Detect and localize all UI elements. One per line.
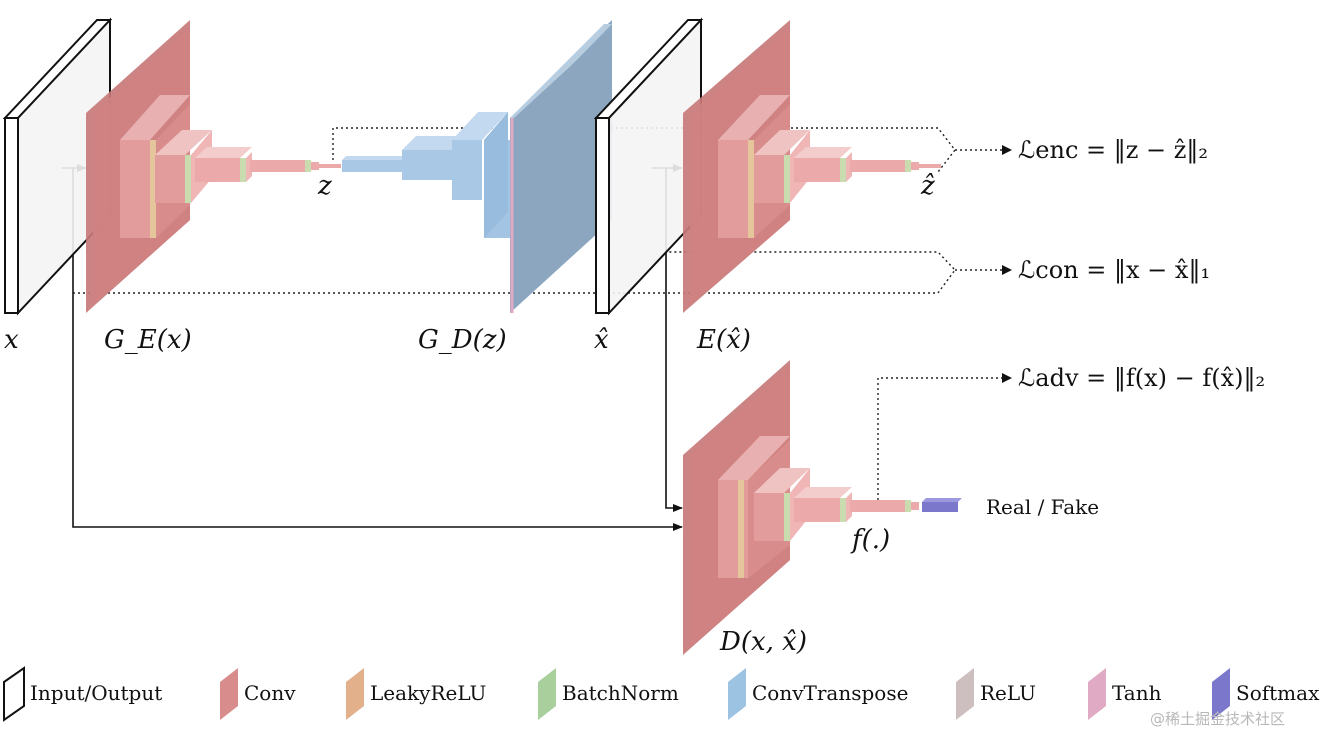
legend-label-softmax: Softmax bbox=[1236, 681, 1320, 705]
label-d: D(x, x̂) bbox=[719, 627, 807, 657]
legend-item-convtranspose: ConvTranspose bbox=[728, 668, 908, 720]
adv-arrowhead bbox=[1002, 373, 1012, 383]
label-z: z bbox=[317, 171, 332, 201]
label-zhat: ẑ bbox=[920, 171, 935, 201]
label-ge: G_E(x) bbox=[104, 325, 192, 355]
legend: Input/Output Conv LeakyReLU BatchNorm Co… bbox=[3, 666, 1320, 722]
legend-item-batchnorm: BatchNorm bbox=[538, 668, 679, 720]
legend-label-conv: Conv bbox=[244, 681, 296, 705]
label-x: x bbox=[4, 325, 19, 355]
convtranspose-swatch-icon bbox=[728, 668, 746, 720]
leakyrelu-swatch-icon bbox=[346, 668, 364, 720]
legend-item-tanh: Tanh bbox=[1088, 668, 1162, 720]
discriminator-d bbox=[683, 360, 962, 655]
legend-label-batchnorm: BatchNorm bbox=[562, 681, 679, 705]
legend-label-input-output: Input/Output bbox=[30, 681, 162, 705]
label-xhat: x̂ bbox=[594, 325, 609, 355]
relu-swatch-icon bbox=[956, 668, 974, 720]
legend-label-tanh: Tanh bbox=[1112, 681, 1162, 705]
encoder-ge bbox=[86, 20, 341, 313]
label-real-fake: Real / Fake bbox=[986, 495, 1099, 519]
legend-item-conv: Conv bbox=[220, 668, 296, 720]
loss-con: ℒcon = ‖x − x̂‖₁ bbox=[1018, 256, 1210, 285]
enc-arrowhead bbox=[1002, 145, 1012, 155]
decoder-gd bbox=[342, 20, 612, 313]
loss-adv: ℒadv = ‖f(x) − f(x̂)‖₂ bbox=[1018, 364, 1265, 393]
label-gd: G_D(z) bbox=[418, 325, 507, 355]
batchnorm-swatch-icon bbox=[538, 668, 556, 720]
watermark: @稀土掘金技术社区 bbox=[1150, 710, 1285, 728]
arrow-xhat-to-discriminator bbox=[665, 168, 683, 512]
legend-item-leakyrelu: LeakyReLU bbox=[346, 668, 486, 720]
legend-item-softmax: Softmax bbox=[1212, 668, 1320, 720]
arrow-x-to-discriminator bbox=[72, 168, 683, 531]
legend-item-relu: ReLU bbox=[956, 668, 1036, 720]
dotted-loss-connectors bbox=[73, 127, 1008, 500]
encoder-e bbox=[683, 20, 941, 313]
loss-arrowheads bbox=[1002, 145, 1012, 383]
softmax-swatch-icon bbox=[1212, 668, 1230, 720]
adv-loss-link bbox=[877, 377, 1008, 500]
label-ex: E(x̂) bbox=[696, 325, 751, 355]
conv-swatch-icon bbox=[220, 668, 238, 720]
con-loss-bracket bbox=[73, 251, 956, 294]
legend-item-input-output: Input/Output bbox=[3, 666, 162, 722]
input-output-swatch-icon bbox=[3, 666, 25, 722]
legend-label-leakyrelu: LeakyReLU bbox=[370, 681, 486, 705]
loss-enc: ℒenc = ‖z − ẑ‖₂ bbox=[1018, 136, 1208, 165]
enc-loss-bracket bbox=[332, 127, 956, 173]
con-arrowhead bbox=[1002, 265, 1012, 275]
label-f: f(.) bbox=[850, 525, 890, 555]
tanh-swatch-icon bbox=[1088, 668, 1106, 720]
legend-label-convtranspose: ConvTranspose bbox=[752, 681, 908, 705]
legend-label-relu: ReLU bbox=[980, 681, 1036, 705]
